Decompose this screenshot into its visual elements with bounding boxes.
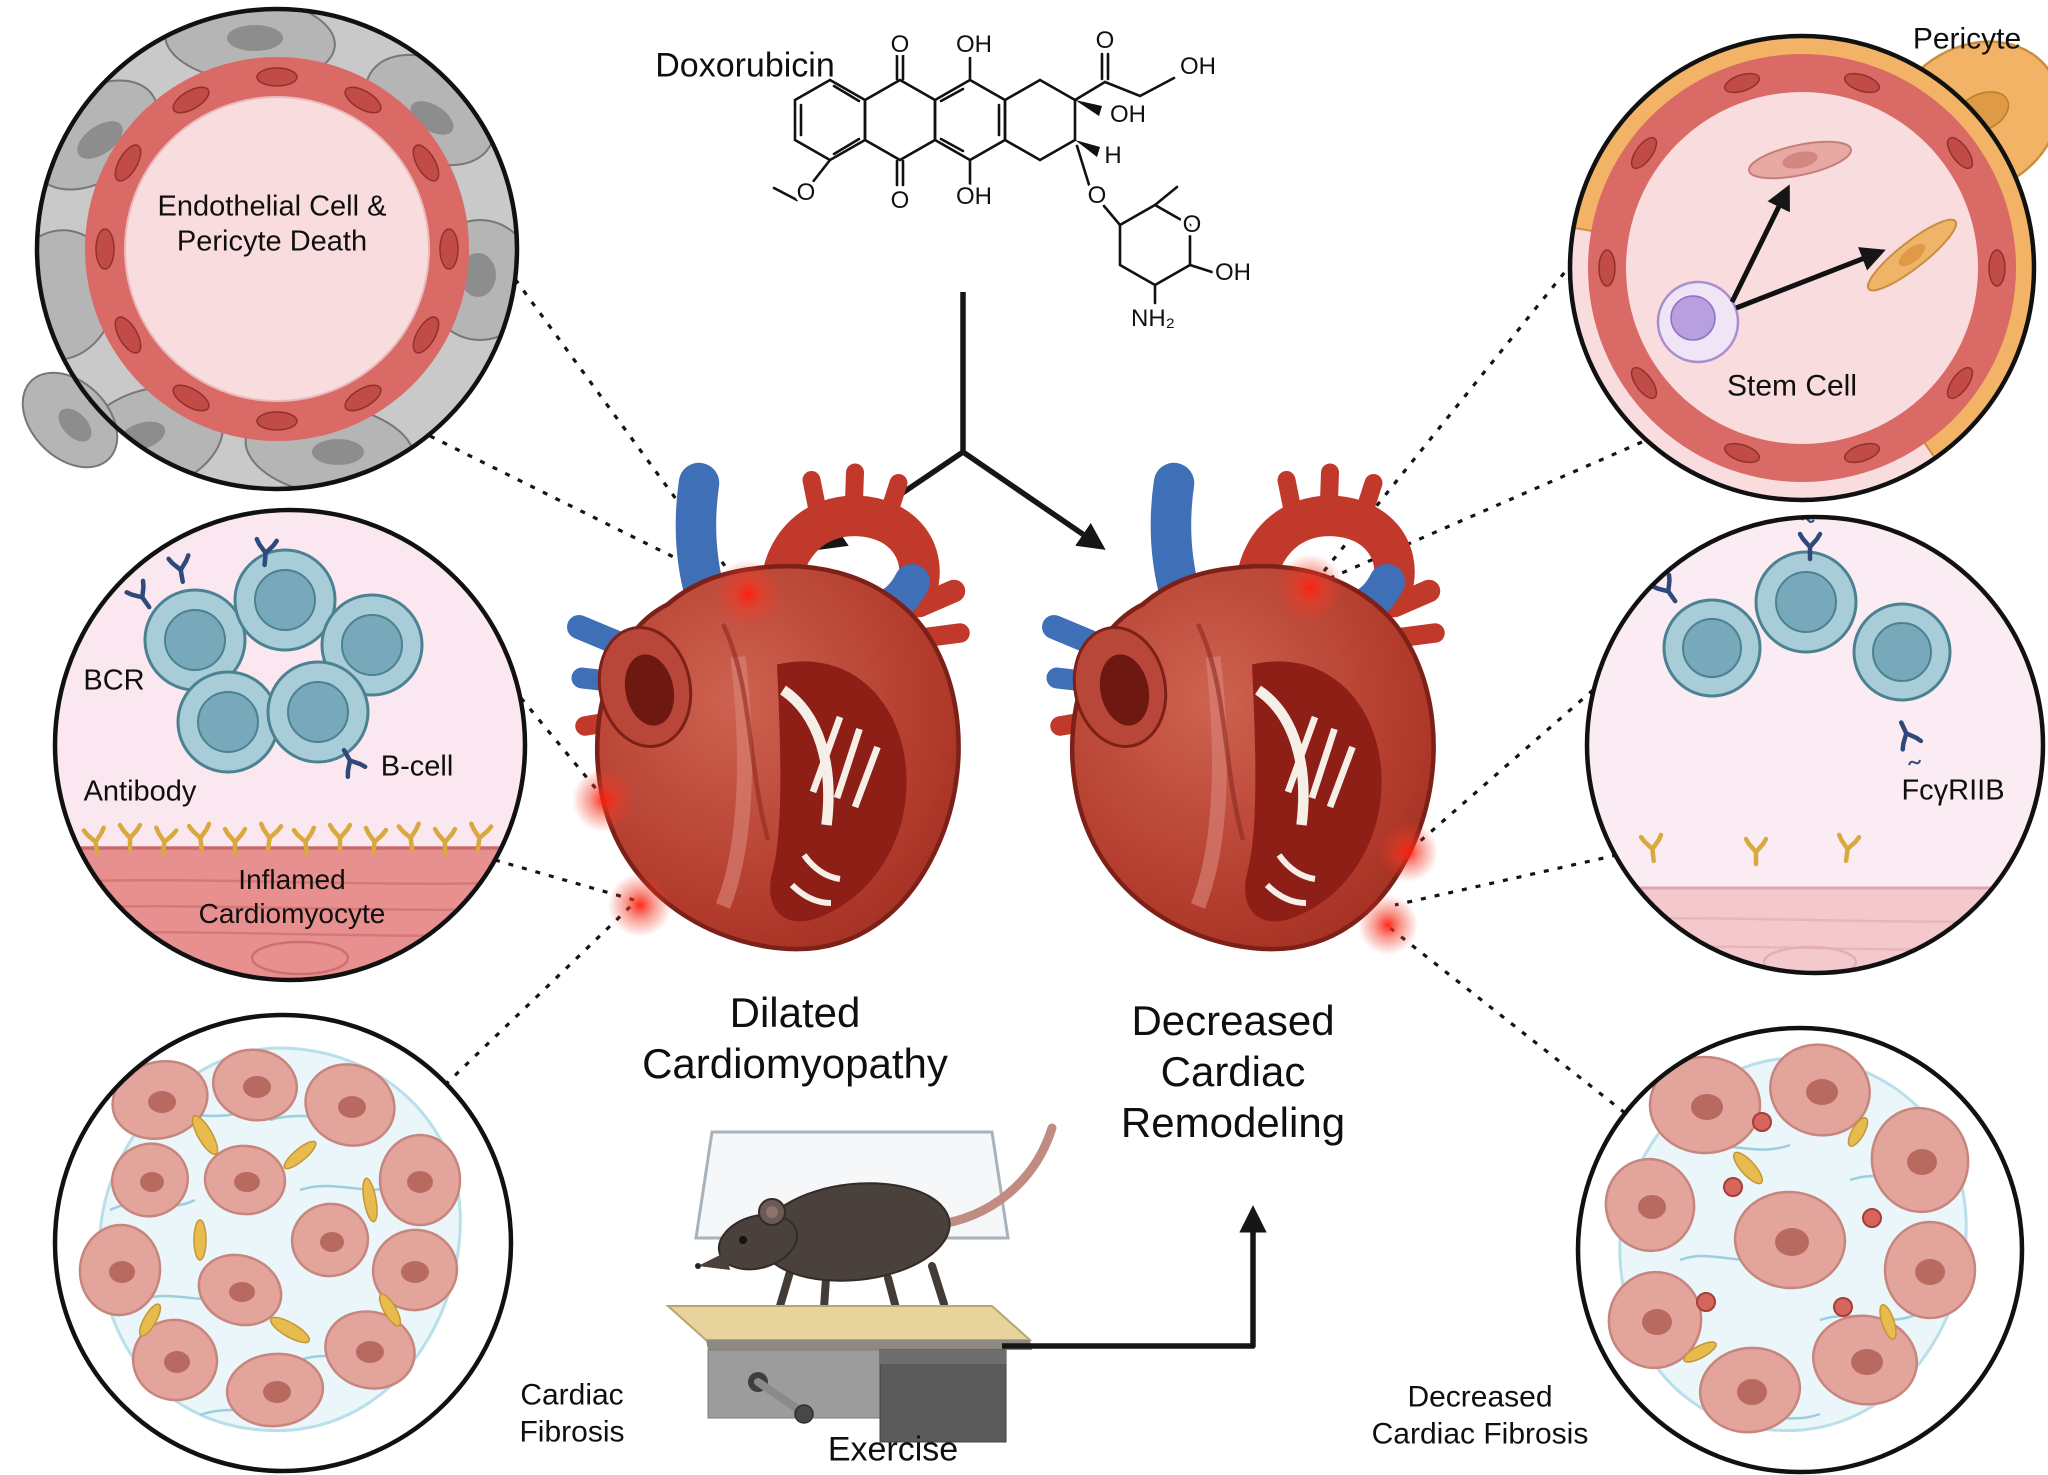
b-cell-icon-cluster [143,548,424,774]
atom-label: OH [1110,101,1146,128]
atom-label: O [1088,182,1107,209]
endothelial-nucleus-icon [95,67,459,431]
atom-label: OH [1215,259,1251,286]
atom-label: OH [956,183,992,210]
exercise-label: Exercise [827,1430,959,1469]
atom-label: O [891,31,910,58]
fibroblast-icon [138,1114,402,1344]
heart-right-icon [1054,473,1435,950]
treadmill-icon [665,1305,1033,1443]
endothelial-death-label: Endothelial Cell & Pericyte Death [157,190,387,258]
differentiation-arrows [1729,184,1886,311]
heart-stress-glows [572,554,1438,955]
dotted-connector-lines [429,260,1643,1115]
fc-receptor-panel-illustration [1584,514,2046,976]
molecule-title: Doxorubicin [655,46,835,85]
mouse-treadmill-illustration [665,1123,1057,1443]
atom-label: O [797,179,816,206]
capillary-icon [1696,1112,1882,1317]
stem-cell-panel-illustration [1567,33,2048,503]
atom-label: O [891,187,910,214]
endothelial-death-panel-illustration [21,6,520,492]
fibroblast-icon [1683,1117,1897,1363]
pericyte-label: Pericyte [1912,22,2022,56]
doxorubicin-structure-icon: O OH O OH OH O OH O H O O OH NH₂ [772,24,1255,336]
atom-label: H [1104,142,1121,169]
heart-left-label: Dilated Cardiomyopathy [642,988,948,1087]
atom-label: O [1183,211,1202,238]
mouse-icon [695,1123,1057,1312]
atom-label: OH [1180,53,1216,80]
b-cell-icon-cluster [1662,550,1952,702]
exercise-to-heart-arrow [1002,1205,1267,1349]
cardiac-fibrosis-label: Cardiac Fibrosis [519,1378,625,1448]
heart-right-label: Decreased Cardiac Remodeling [1120,997,1346,1147]
decreased-fibrosis-panel-illustration [1575,1025,2025,1475]
atom-label: NH₂ [1131,305,1175,332]
bcr-label: BCR [83,664,145,697]
atom-label: OH [956,31,992,58]
antibody-label: Antibody [83,775,197,808]
atom-label: O [1096,27,1115,54]
decreased-cardiac-fibrosis-label: Decreased Cardiac Fibrosis [1371,1380,1589,1450]
cardiac-fibrosis-panel-illustration [52,1012,514,1474]
inflamed-cardiomyocyte-label: Inflamed Cardiomyocyte [198,863,386,929]
fcgriib-label: FcγRIIB [1901,774,2005,807]
b-cell-label: B-cell [380,750,454,783]
stem-cell-label: Stem Cell [1726,369,1858,403]
